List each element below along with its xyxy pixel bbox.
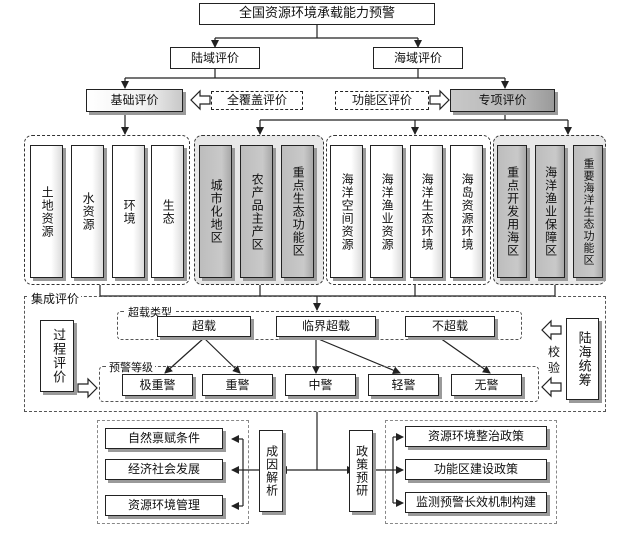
policy-research-box: 政策预研 xyxy=(349,430,373,512)
title-text: 全国资源环境承载能力预警 xyxy=(238,5,395,21)
indicator-water-resource: 水资源 xyxy=(71,145,104,278)
overload-type-frame xyxy=(117,311,522,340)
indicator-ecology: 生态 xyxy=(151,145,184,278)
basic-eval-box: 基础评价 xyxy=(86,89,183,112)
cause-economic-box: 经济社会发展 xyxy=(105,459,223,480)
indicator-environment: 环境 xyxy=(112,145,145,278)
warning-medium-box: 中警 xyxy=(285,374,356,396)
basic-indicator-group xyxy=(24,135,190,285)
land-eval-label: 陆域评价 xyxy=(190,50,239,65)
title-box: 全国资源环境承载能力预警 xyxy=(199,3,435,25)
policy-remediation-box: 资源环境整治政策 xyxy=(405,426,547,447)
warning-level-label: 预警等级 xyxy=(107,359,155,375)
indicator-marine-fishery-resource: 海洋渔业资源 xyxy=(370,145,403,278)
basic-eval-label: 基础评价 xyxy=(110,93,159,107)
verify-label: 校验 xyxy=(548,345,561,375)
indicator-marine-fishery-guarantee-zone: 海洋渔业保障区 xyxy=(535,145,565,278)
integrated-eval-frame xyxy=(24,296,606,412)
policy-function-zone-box: 功能区建设政策 xyxy=(405,459,547,480)
indicator-agri-production-zone: 农产品主产区 xyxy=(240,145,273,278)
indicator-island-resource-env: 海岛资源环境 xyxy=(450,145,483,278)
policy-monitoring-box: 监测预警长效机制构建 xyxy=(405,492,547,513)
sea-indicator-group xyxy=(326,135,491,285)
special-eval-box: 专项评价 xyxy=(450,89,555,112)
indicator-key-eco-function-zone: 重点生态功能区 xyxy=(281,145,314,278)
sea-eval-label: 海域评价 xyxy=(393,50,442,65)
land-sea-coordination-box: 陆海统筹 xyxy=(566,318,599,400)
full-cover-eval-label: 全覆盖评价 xyxy=(226,93,287,107)
sea-eval-box: 海域评价 xyxy=(373,47,463,69)
process-eval-box: 过程评价 xyxy=(40,320,74,392)
indicator-marine-space-resource: 海洋空间资源 xyxy=(330,145,363,278)
indicator-land-resource: 土地资源 xyxy=(30,145,63,278)
land-eval-box: 陆域评价 xyxy=(170,47,260,69)
full-cover-eval-box: 全覆盖评价 xyxy=(211,91,303,110)
warning-extreme-box: 极重警 xyxy=(122,374,193,396)
indicator-important-marine-eco-zone: 重要海洋生态功能区 xyxy=(573,145,603,278)
warning-light-box: 轻警 xyxy=(368,374,439,396)
causes-frame xyxy=(97,420,249,524)
overload-box: 超载 xyxy=(157,316,251,337)
integrated-eval-label: 集成评价 xyxy=(29,290,82,307)
special-eval-label: 专项评价 xyxy=(478,93,527,107)
function-zone-eval-box: 功能区评价 xyxy=(335,91,429,110)
function-zone-eval-label: 功能区评价 xyxy=(351,93,412,107)
indicator-marine-eco-environment: 海洋生态环境 xyxy=(410,145,443,278)
cause-natural-box: 自然禀赋条件 xyxy=(105,428,223,449)
cause-analysis-box: 成因解析 xyxy=(259,430,283,512)
indicator-urbanization-zone: 城市化地区 xyxy=(199,145,232,278)
indicator-key-dev-sea-zone: 重点开发用海区 xyxy=(497,145,527,278)
no-overload-box: 不超载 xyxy=(405,316,495,337)
policy-frame xyxy=(385,420,557,524)
warning-none-box: 无警 xyxy=(451,374,522,396)
warning-level-frame xyxy=(99,366,539,402)
critical-overload-box: 临界超载 xyxy=(276,316,376,337)
cause-management-box: 资源环境管理 xyxy=(105,495,223,516)
warning-heavy-box: 重警 xyxy=(202,374,273,396)
